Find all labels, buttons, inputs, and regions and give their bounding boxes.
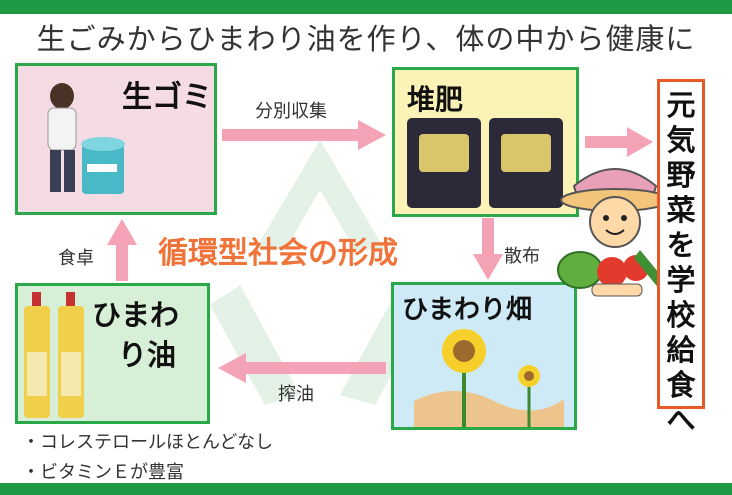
sunflower-image [414, 329, 564, 427]
arrow-right-to-lunch [585, 127, 653, 157]
note-cholesterol: ・コレステロールほとんどなし [22, 432, 274, 453]
arrow-left-press [218, 353, 386, 383]
page-title: 生ごみからひまわり油を作り、体の中から健康に [36, 22, 696, 56]
edge-label-collect: 分別収集 [255, 101, 327, 122]
oil-bottles-image [24, 292, 84, 418]
center-label: 循環型社会の形成 [158, 236, 398, 271]
compost-label: 堆肥 [407, 83, 464, 116]
arrow-right-collect [222, 120, 386, 150]
arrow-up-table [107, 219, 137, 281]
garbage-label: 生ゴミ [122, 80, 212, 115]
school-lunch-box: 元気野菜を学校給食へ [657, 79, 705, 437]
compost-box: 堆肥 [392, 67, 579, 217]
school-lunch-text: 元気野菜を学校給食へ [666, 88, 696, 437]
sunflower-oil-label-line1: ひまわ [92, 298, 180, 332]
edge-label-press: 搾油 [278, 384, 314, 405]
garbage-box: 生ゴミ [15, 63, 217, 215]
edge-label-table: 食卓 [58, 248, 94, 269]
sunflower-field-label: ひまわり畑 [402, 295, 533, 325]
note-vitamin-e: ・ビタミンＥが豊富 [22, 462, 184, 483]
bottom-bar [0, 483, 732, 495]
sunflower-oil-label-line2: り油 [118, 338, 177, 372]
compost-bags-image [407, 118, 563, 208]
top-bar [0, 0, 732, 14]
edge-label-spread: 散布 [504, 246, 540, 267]
arrow-down-spread [473, 218, 503, 280]
person-sorting-garbage-image [47, 83, 125, 194]
sunflower-oil-box: ひまわ り油 [15, 283, 210, 424]
sunflower-field-box: ひまわり畑 [391, 282, 577, 430]
